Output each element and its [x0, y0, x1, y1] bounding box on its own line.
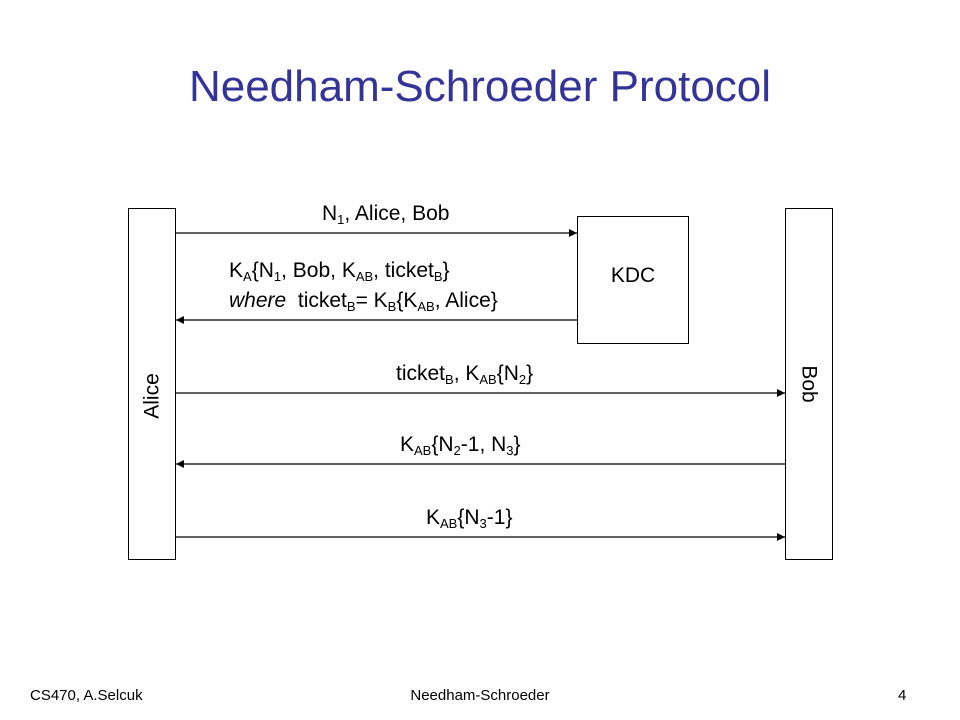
message-4-label: KAB{N2-1, N3} [400, 433, 521, 458]
footer-author: CS470, A.Selcuk [30, 687, 143, 704]
alice-lifeline-box [128, 208, 176, 560]
message-5-label: KAB{N3-1} [426, 506, 513, 531]
kdc-box [577, 216, 689, 344]
message-2-label-line1: KA{N1, Bob, KAB, ticketB} [229, 259, 450, 284]
footer-page-number: 4 [898, 687, 907, 704]
slide-title: Needham-Schroeder Protocol [188, 62, 772, 111]
bob-lifeline-box [785, 208, 833, 560]
message-1-label: N1, Alice, Bob [322, 202, 450, 227]
footer-topic: Needham-Schroeder [410, 687, 550, 704]
message-3-label: ticketB, KAB{N2} [396, 362, 534, 387]
kdc-label: KDC [610, 264, 656, 287]
message-2-label-line2: where ticketB= KB{KAB, Alice} [229, 289, 498, 314]
